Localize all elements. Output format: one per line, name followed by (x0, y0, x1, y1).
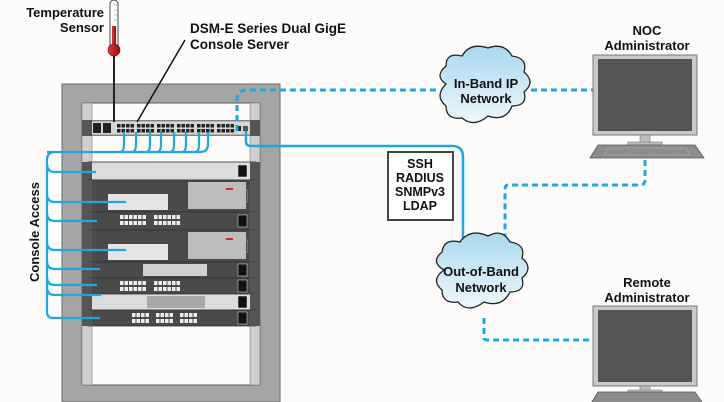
rack-device-5[interactable] (82, 261, 260, 279)
temperature-sensor-icon (107, 0, 121, 122)
noc-label-line1: NOC (633, 23, 663, 38)
rack-device-8[interactable] (82, 309, 260, 327)
oob-label-line2: Network (455, 280, 507, 295)
oob-label-line1: Out-of-Band (443, 264, 519, 279)
console-server-label-line2: Console Server (190, 37, 290, 52)
in-band-label-line2: Network (460, 91, 512, 106)
in-band-label-line1: In-Band IP (454, 76, 519, 91)
remote-monitor-screen (598, 310, 692, 382)
rack-device-7[interactable] (82, 293, 260, 311)
noc-workstation[interactable]: NOC Administrator (589, 23, 705, 159)
protocol-ssh: SSH (407, 157, 433, 171)
rack-device-1[interactable] (82, 161, 260, 181)
console-server-pointer (136, 39, 186, 123)
protocol-snmpv3: SNMPv3 (395, 185, 445, 199)
in-band-link (235, 88, 593, 131)
console-server-device[interactable] (82, 120, 260, 136)
out-of-band-link (244, 131, 465, 250)
rack-device-2[interactable] (82, 179, 260, 213)
console-access-label: Console Access (27, 182, 42, 282)
out-of-band-network-cloud[interactable]: Out-of-Band Network (435, 232, 529, 309)
rack-device-4[interactable] (82, 229, 260, 263)
noc-oob-link (503, 150, 647, 252)
temperature-label-line1: Temperature (26, 5, 104, 20)
remote-workstation[interactable]: Remote Administrator (590, 275, 704, 402)
remote-keyboard-icon (591, 391, 703, 402)
rack-device-3[interactable] (82, 211, 260, 231)
noc-label-line2: Administrator (604, 38, 689, 53)
temperature-label-line2: Sensor (60, 20, 104, 35)
remote-label-line1: Remote (623, 275, 671, 290)
remote-oob-link (482, 318, 592, 342)
noc-monitor-screen (598, 59, 692, 131)
rack-device-6[interactable] (82, 277, 260, 295)
protocol-ldap: LDAP (403, 199, 437, 213)
console-server-label-line1: DSM-E Series Dual GigE (190, 21, 346, 36)
protocols-box: SSH RADIUS SNMPv3 LDAP (387, 151, 454, 221)
protocol-radius: RADIUS (396, 171, 444, 185)
rack-devices (82, 161, 260, 327)
console-access-cables (45, 132, 210, 320)
noc-keyboard-icon (589, 144, 705, 159)
remote-label-line2: Administrator (604, 290, 689, 305)
in-band-network-cloud[interactable]: In-Band IP Network (439, 45, 531, 124)
